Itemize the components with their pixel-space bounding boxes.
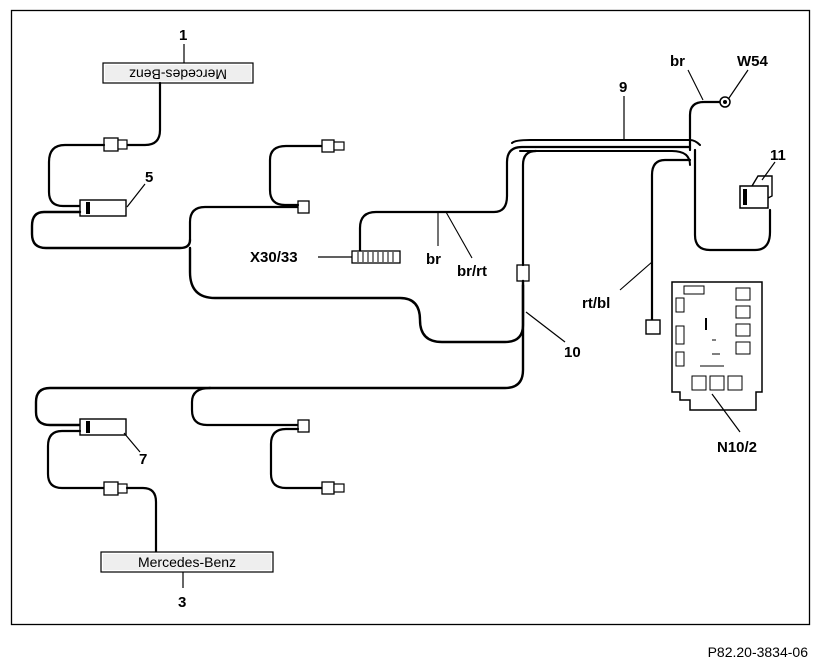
callout-11: 11: [770, 147, 786, 164]
connector-harness-10: [516, 264, 530, 282]
label-br-x30: br: [426, 251, 441, 268]
callout-5: 5: [145, 169, 153, 186]
callout-7: 7: [139, 451, 147, 468]
module-n10-2: [671, 281, 763, 411]
callout-9: 9: [619, 79, 627, 96]
connector-n10-plug: [645, 319, 661, 335]
callout-3: 3: [178, 594, 186, 611]
license-plate-bottom: Mercedes-Benz: [100, 551, 274, 573]
callout-w54: W54: [737, 53, 769, 70]
license-plate-top-text: Mercedes-Benz: [129, 66, 227, 82]
diagram-frame: [10, 9, 811, 626]
callout-10: 10: [564, 344, 581, 361]
license-plate-bottom-text: Mercedes-Benz: [138, 554, 236, 570]
label-br-rt: br/rt: [457, 263, 487, 280]
component-7: [79, 418, 127, 436]
reference-code: P82.20-3834-06: [707, 644, 808, 660]
label-br-top: br: [670, 53, 685, 70]
component-11: [739, 175, 773, 209]
connector-branch-lower-mid: [297, 419, 310, 433]
connector-branch-lower: [321, 481, 345, 495]
component-5: [79, 199, 127, 217]
connector-x30-33: [351, 250, 401, 264]
connector-branch-upper: [321, 139, 345, 153]
label-rt-bl: rt/bl: [582, 295, 610, 312]
license-plate-top: Mercedes-Benz: [102, 62, 254, 84]
connector-top-inline: [103, 137, 128, 152]
connector-branch-mid: [297, 200, 310, 214]
callout-1: 1: [179, 27, 187, 44]
callout-x30-33: X30/33: [250, 249, 298, 266]
callout-n10-2: N10/2: [717, 439, 757, 456]
connector-bottom-inline: [103, 481, 128, 496]
